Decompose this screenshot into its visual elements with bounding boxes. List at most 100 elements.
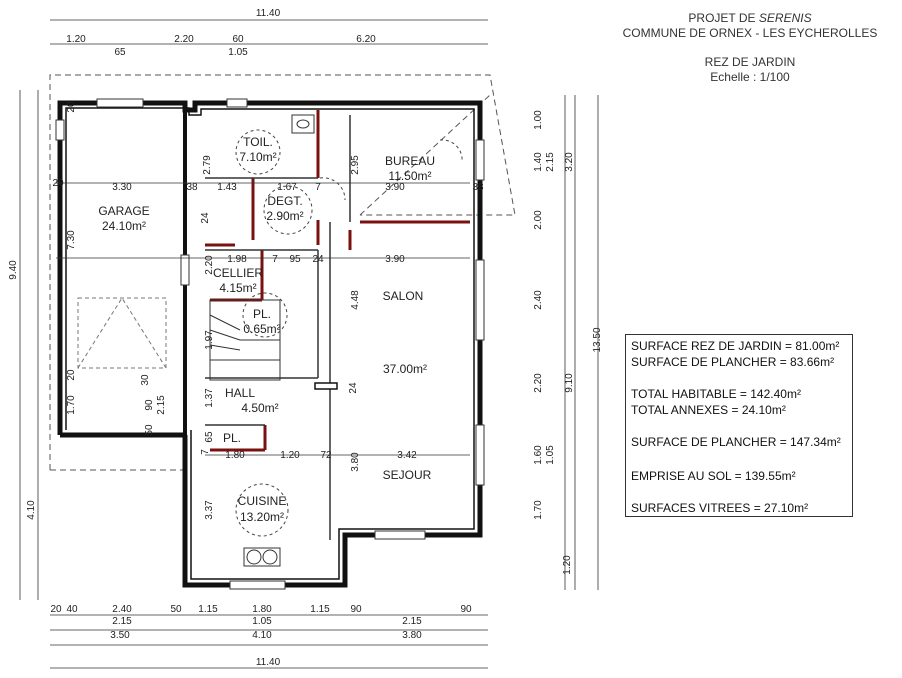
windows bbox=[55, 98, 485, 590]
dim-right-3: 2.00 bbox=[533, 210, 544, 230]
dim-right2-1: 2.15 bbox=[545, 152, 556, 172]
dim-int-5: 1.43 bbox=[217, 182, 237, 193]
dim-left-6: 90 bbox=[144, 399, 155, 411]
dim-int-27: 3.42 bbox=[397, 450, 417, 461]
dim-int-28: 3.80 bbox=[350, 452, 361, 472]
dim-left-7: 2.15 bbox=[156, 395, 167, 415]
dim-int-16: 24 bbox=[312, 254, 324, 265]
room-cellier-area: 4.15m² bbox=[219, 281, 256, 295]
project-header: PROJET DE SERENIS COMMUNE DE ORNEX - LES… bbox=[600, 11, 900, 85]
dim-top-1: 1.20 bbox=[66, 34, 86, 45]
summary-line: SURFACE REZ DE JARDIN = 81.00m² bbox=[631, 339, 840, 353]
dim-right3-2: 9.10 bbox=[564, 373, 575, 393]
dim-right-6: 1.60 bbox=[533, 445, 544, 465]
dim-int-25: 1.20 bbox=[280, 450, 300, 461]
dim-bot-8: 90 bbox=[350, 604, 362, 615]
dim-int-22: 7 bbox=[200, 449, 211, 455]
dim-right2-2: 1.05 bbox=[545, 445, 556, 465]
dim-left-3: 20 bbox=[66, 369, 77, 381]
dim-bot-6: 1.80 bbox=[252, 604, 272, 615]
room-degt-area: 2.90m² bbox=[266, 209, 303, 223]
room-bureau-name: BUREAU bbox=[385, 154, 435, 168]
room-toilet-area: 7.10m² bbox=[239, 150, 276, 164]
dim-int-29: 3.37 bbox=[204, 500, 215, 520]
dim-left-8: 30 bbox=[140, 374, 151, 386]
dim-bottom-total: 11.40 bbox=[256, 657, 281, 668]
commune-name: COMMUNE DE ORNEX - LES EYCHEROLLES bbox=[622, 26, 878, 40]
dim-int-21: 24 bbox=[348, 382, 359, 394]
dim-int-9: 38 bbox=[472, 182, 484, 193]
staircase bbox=[209, 299, 281, 381]
room-hall-area: 4.50m² bbox=[241, 401, 278, 415]
room-bureau-area: 11.50m² bbox=[388, 169, 431, 183]
room-cuisine-name: CUISINE bbox=[238, 494, 287, 508]
summary-line: SURFACES VITREES = 27.10m² bbox=[631, 501, 809, 515]
overhang-outline bbox=[49, 74, 516, 471]
dim-top-3: 2.20 bbox=[174, 34, 194, 45]
project-title: PROJET DE SERENIS bbox=[688, 11, 812, 25]
dim-int-6: 1.67 bbox=[277, 182, 297, 193]
room-cellier-name: CELLIER bbox=[213, 266, 263, 280]
room-pl-stair-area: 0.65m² bbox=[243, 322, 280, 336]
dimension-lines bbox=[19, 19, 599, 669]
room-hall-name: HALL bbox=[225, 386, 255, 400]
dim-left-1: 20 bbox=[66, 101, 77, 113]
partition-walls bbox=[205, 115, 351, 540]
dim-int-19: 1.97 bbox=[204, 330, 215, 350]
dim-int-26: 72 bbox=[320, 450, 332, 461]
dim-int-3: 3.30 bbox=[112, 182, 132, 193]
summary-line: SURFACE DE PLANCHER = 83.66m² bbox=[631, 355, 835, 369]
dim-left-5: 50 bbox=[144, 424, 155, 436]
dim-right3-1: 3.20 bbox=[564, 152, 575, 172]
dim-bot-4: 50 bbox=[170, 604, 182, 615]
level-name: REZ DE JARDIN bbox=[704, 55, 796, 69]
dim-int-17: 3.90 bbox=[385, 254, 405, 265]
dim-int-11: 24 bbox=[200, 212, 211, 224]
dim-int-13: 1.98 bbox=[227, 254, 247, 265]
dim-int-18: 4.48 bbox=[350, 290, 361, 310]
dim-top-6: 6.20 bbox=[356, 34, 376, 45]
summary-line: EMPRISE AU SOL = 139.55m² bbox=[631, 469, 796, 483]
dim-left-outer-1: 9.40 bbox=[8, 260, 19, 280]
room-labels: GARAGE 24.10m² TOIL. 7.10m² BUREAU 11.50… bbox=[98, 135, 435, 524]
dim-right-total: 13.50 bbox=[592, 327, 603, 352]
dim-right-4: 2.40 bbox=[533, 290, 544, 310]
dim-top-4: 60 bbox=[232, 34, 244, 45]
dim-top-5: 1.05 bbox=[228, 47, 248, 58]
dim-int-23: 65 bbox=[204, 431, 215, 443]
dim-bot2-3: 2.15 bbox=[402, 616, 422, 627]
dim-bot-7: 1.15 bbox=[310, 604, 330, 615]
dim-int-8: 3.90 bbox=[385, 182, 405, 193]
room-degt-name: DEGT. bbox=[267, 194, 302, 208]
room-salon-area: 37.00m² bbox=[383, 362, 427, 376]
dimension-texts: 11.40 1.20 65 2.20 60 1.05 6.20 20 40 2.… bbox=[8, 8, 603, 668]
room-salon-name: SALON bbox=[383, 289, 424, 303]
room-cuisine-area: 13.20m² bbox=[240, 510, 284, 524]
dim-int-4: 38 bbox=[186, 182, 198, 193]
room-pl-hall-name: PL. bbox=[223, 431, 241, 445]
dim-bot-1: 20 bbox=[50, 604, 62, 615]
surface-summary-box: SURFACE REZ DE JARDIN = 81.00m² SURFACE … bbox=[625, 334, 853, 517]
room-pl-stair-name: PL. bbox=[253, 307, 271, 321]
dim-int-14: 7 bbox=[272, 254, 278, 265]
dim-bot-5: 1.15 bbox=[198, 604, 218, 615]
summary-line: SURFACE DE PLANCHER = 147.34m² bbox=[631, 435, 841, 449]
dim-bot3-1: 3.50 bbox=[110, 630, 130, 641]
fixtures bbox=[243, 114, 315, 567]
dim-int-20: 1.37 bbox=[204, 388, 215, 408]
summary-line: TOTAL ANNEXES = 24.10m² bbox=[631, 403, 786, 417]
dim-right-2: 1.40 bbox=[533, 152, 544, 172]
dim-int-7: 7 bbox=[315, 182, 321, 193]
dim-right-8: 1.20 bbox=[562, 555, 573, 575]
dim-int-2: 20 bbox=[52, 178, 64, 189]
summary-line: TOTAL HABITABLE = 142.40m² bbox=[631, 387, 801, 401]
dim-int-12: 2.20 bbox=[204, 255, 215, 275]
dim-int-15: 95 bbox=[289, 254, 301, 265]
dim-left-outer-2: 4.10 bbox=[26, 500, 37, 520]
dim-bot3-2: 4.10 bbox=[252, 630, 272, 641]
dim-bot-2: 40 bbox=[66, 604, 78, 615]
room-sejour-name: SEJOUR bbox=[383, 468, 432, 482]
room-garage-name: GARAGE bbox=[98, 204, 149, 218]
dim-int-1: 2.79 bbox=[202, 155, 213, 175]
